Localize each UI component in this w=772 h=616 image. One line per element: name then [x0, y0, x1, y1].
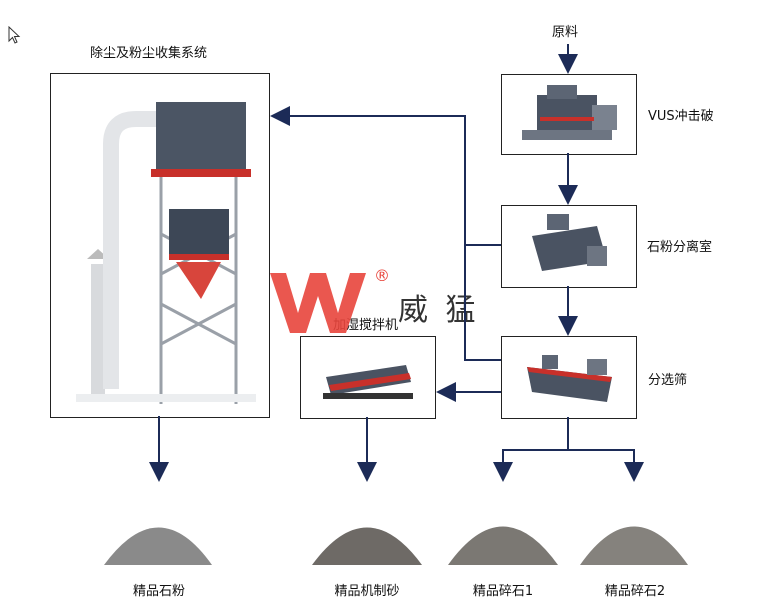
dust-collector-image	[76, 102, 256, 404]
pile-machine-sand-icon	[312, 527, 422, 565]
pile-gravel-2-icon	[580, 526, 688, 565]
powder-separator-image	[532, 214, 607, 271]
vus-crusher-label: VUS冲击破	[648, 109, 714, 124]
registered-mark: ®	[374, 266, 390, 285]
powder-separator-label: 石粉分离室	[647, 240, 713, 255]
raw-material-label: 原料	[552, 25, 579, 40]
product-label-4: 精品碎石2	[604, 584, 666, 599]
vibrating-screen-image	[527, 355, 612, 402]
product-label-3: 精品碎石1	[472, 584, 534, 599]
watermark-text: 威 猛	[398, 293, 480, 328]
vus-crusher-box	[501, 74, 637, 155]
product-label-1: 精品石粉	[132, 584, 185, 599]
humidifying-mixer-image	[323, 365, 413, 399]
weimeng-logo-icon	[270, 273, 366, 333]
mouse-cursor-icon	[8, 26, 21, 44]
dust-collection-box	[50, 73, 270, 418]
product-label-2: 精品机制砂	[334, 584, 400, 599]
vibrating-screen-label: 分选筛	[648, 373, 688, 388]
pile-stone-powder-icon	[104, 527, 212, 565]
vus-crusher-image	[522, 85, 617, 140]
weimeng-watermark	[268, 268, 368, 342]
pile-gravel-1-icon	[448, 526, 558, 565]
powder-separator-box	[501, 205, 637, 288]
vibrating-screen-box	[501, 336, 637, 419]
dust-system-title: 除尘及粉尘收集系统	[90, 46, 208, 61]
